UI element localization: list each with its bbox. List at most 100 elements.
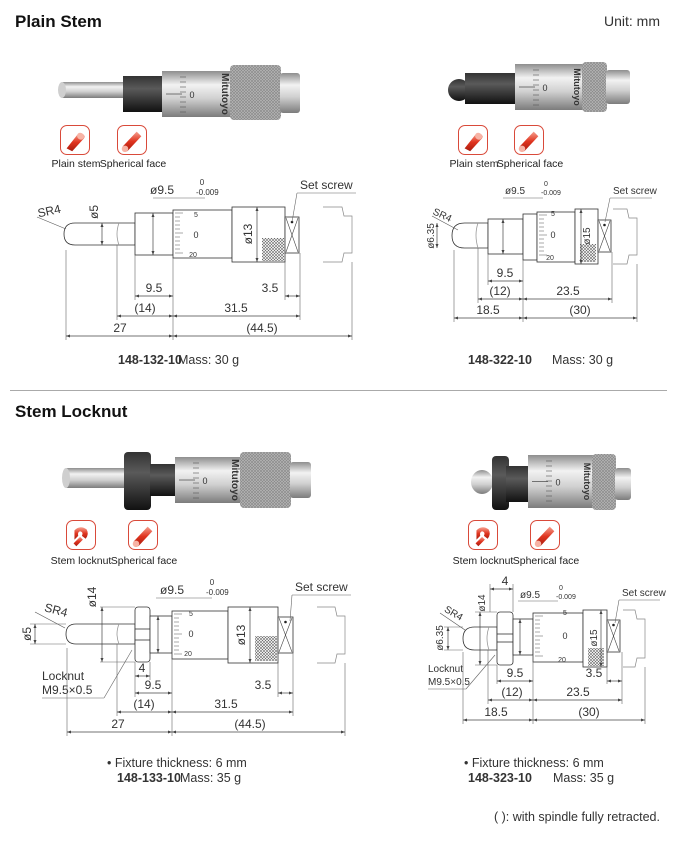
- spindle-mark: [486, 626, 490, 651]
- stem-diameter-label: ø5: [20, 627, 34, 641]
- brand-logo: Mitutoyo: [582, 463, 592, 501]
- dimension-label: 4: [502, 574, 509, 588]
- dimension-label: 18.5: [484, 705, 508, 719]
- body-diameter-label: ø13: [241, 223, 255, 244]
- leader-line: [431, 215, 459, 231]
- spindle-end: [58, 82, 66, 98]
- sleeve-diameter-label: ø9.5: [505, 186, 525, 197]
- photo-dark-collar: [506, 466, 530, 502]
- footnote: ( ): with spindle fully retracted.: [493, 810, 660, 824]
- scale-number: 0: [193, 230, 198, 240]
- photo-spindle: [62, 82, 124, 98]
- set-screw-label: Set screw: [295, 580, 348, 594]
- spherical-face-icon: [128, 520, 158, 550]
- photo-locknut: [492, 456, 509, 510]
- scale-number: 5: [551, 211, 555, 218]
- scale-number: 20: [189, 252, 197, 259]
- plain-stem-icon: [60, 125, 90, 155]
- sphere-radius-label: SR4: [431, 207, 454, 225]
- thimble-zero: 0: [202, 476, 207, 486]
- icon-label: Spherical face: [496, 158, 564, 170]
- tolerance-lower: -0.009: [556, 594, 576, 601]
- set-screw-label: Set screw: [300, 178, 353, 192]
- scale-number: 5: [563, 610, 567, 617]
- set-screw-line: [598, 220, 611, 252]
- dimension-label: (12): [501, 685, 522, 699]
- photo-dark-collar: [150, 464, 176, 496]
- set-screw-line: [278, 617, 293, 653]
- photo-locknut: [124, 452, 151, 510]
- section-title-stem-locknut: Stem Locknut: [15, 402, 128, 421]
- scale-number: 20: [546, 255, 554, 262]
- icon-label: Stem locknut: [452, 555, 514, 567]
- spindle: [63, 222, 136, 246]
- set-screw-label: Set screw: [622, 588, 667, 599]
- dimension-label: 9.5: [146, 281, 163, 295]
- sphere-radius-label: SR4: [36, 202, 62, 221]
- mass-label: Mass: 35 g: [553, 771, 614, 785]
- model-number: 148-322-10: [468, 353, 532, 367]
- leader-line: [291, 192, 298, 223]
- scale-number: 0: [562, 631, 567, 641]
- body-diameter-label: ø15: [582, 227, 593, 245]
- sleeve: [149, 615, 173, 654]
- set-screw-dot: [612, 623, 615, 627]
- locknut-thread-label: M9.5×0.5: [428, 677, 470, 688]
- dimension-label: 3.5: [586, 666, 603, 680]
- sleeve-diameter-label: ø9.5: [160, 583, 184, 597]
- spindle: [451, 222, 489, 249]
- photo-end-cap: [280, 73, 300, 113]
- dimension-label: (44.5): [234, 717, 265, 731]
- fixture-thickness-note: • Fixture thickness: 6 mm: [464, 756, 604, 770]
- fixture-outline: [613, 208, 638, 265]
- icon-label: Spherical face: [512, 555, 580, 567]
- icon-label: Stem locknut: [50, 555, 112, 567]
- dimension-label: 27: [111, 717, 125, 731]
- spindle-mark: [116, 623, 120, 645]
- set-screw-dot: [603, 223, 606, 227]
- dimension-label: (14): [134, 301, 155, 315]
- dimension-label: 3.5: [262, 281, 279, 295]
- dimension-label: 18.5: [476, 303, 500, 317]
- photo-end-cap: [615, 468, 631, 500]
- locknut-thread-label: M9.5×0.5: [42, 683, 93, 697]
- dimension-label: 9.5: [145, 678, 162, 692]
- sleeve-diameter-label: ø9.5: [150, 183, 174, 197]
- photo-dark-collar: [465, 73, 516, 104]
- stem-locknut-icon: [468, 520, 498, 550]
- plain-stem-icon: [458, 125, 488, 155]
- scale-number: 0: [188, 629, 193, 639]
- section-divider: [10, 390, 667, 391]
- tolerance-upper: 0: [210, 578, 215, 587]
- locknut: [496, 611, 514, 666]
- stem-locknut-icon: [66, 520, 96, 550]
- spindle-tip: [448, 79, 470, 101]
- dimension-label: (12): [489, 284, 510, 298]
- brand-logo: Mitutoyo: [572, 68, 582, 106]
- dimension-label: 27: [113, 321, 127, 335]
- spindle-tip: [471, 470, 493, 494]
- dimension-label: 9.5: [507, 666, 524, 680]
- mass-label: Mass: 35 g: [180, 771, 241, 785]
- set-screw-line: [285, 217, 299, 253]
- leader-line: [34, 611, 66, 629]
- set-screw-label: Set screw: [613, 186, 658, 197]
- sleeve: [134, 212, 174, 256]
- sphere-radius-label: SR4: [442, 604, 465, 623]
- unit-label: Unit: mm: [604, 13, 660, 29]
- dimension-label: 31.5: [214, 697, 238, 711]
- locknut-label: Locknut: [428, 664, 463, 675]
- locknut-diameter-label: ø14: [477, 594, 488, 612]
- tolerance-lower: -0.009: [541, 190, 561, 197]
- photo-dark-collar: [123, 76, 163, 112]
- sphere-radius-label: SR4: [43, 600, 69, 620]
- dimension-label: 23.5: [556, 284, 580, 298]
- scale-number: 20: [184, 651, 192, 658]
- knurl-hatch: [262, 238, 284, 261]
- photo-knurl: [240, 452, 291, 508]
- photo-spindle: [66, 468, 126, 488]
- scale-number: 5: [189, 611, 193, 618]
- leader-line: [604, 197, 611, 223]
- brand-logo: Mitutoyo: [219, 73, 230, 115]
